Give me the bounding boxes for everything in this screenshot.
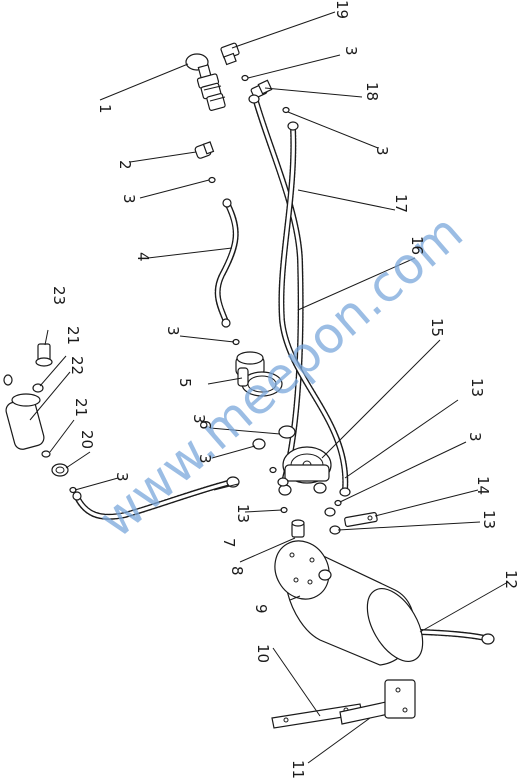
mount-bracket-11 [339,679,416,725]
washer-3-right-low [334,499,342,507]
callout-17: 17 [392,194,410,213]
callout-10: 10 [254,644,272,663]
elbow-18 [248,79,273,104]
callout-12: 12 [502,570,520,589]
callout-3: 3 [373,146,391,156]
valve-body-5 [235,351,283,397]
washer-3-top [241,74,249,82]
callout-18: 18 [363,82,381,101]
callout-5: 5 [176,378,194,388]
pump-15 [278,446,332,496]
callout-3: 3 [196,454,214,464]
callout-4: 4 [134,252,152,262]
callout-20: 20 [78,430,96,449]
hose-17 [252,95,304,481]
ring-6-b [252,438,266,450]
callout-labels: 1 2 3 3 3 3 3 3 3 3 4 5 6 7 8 9 10 11 12… [50,0,520,779]
filter-22 [5,393,45,450]
hose-12-end [481,633,495,645]
callout-3: 3 [466,432,484,442]
callout-2: 2 [116,160,134,170]
callout-14: 14 [474,476,492,495]
hose-7-left-end [72,491,82,501]
heater-body-9 [274,540,424,666]
hose-4-top-end [222,198,232,208]
hose-7 [73,479,235,520]
hose-4 [214,202,239,325]
callout-13: 13 [234,504,252,523]
fitting-23 [35,343,53,367]
callout-23: 23 [50,286,68,305]
hose-17-bottom-end [277,477,289,487]
leader-lines [29,11,509,764]
hose-16 [278,125,349,493]
fitting-8 [291,519,305,538]
valve-assembly-1 [185,53,226,111]
hose-4-bottom-end [221,318,231,328]
callout-3: 3 [164,326,182,336]
callout-1: 1 [96,104,114,114]
callout-22: 22 [68,356,86,375]
nut-20 [51,463,69,477]
fitting-2 [194,141,215,159]
fitting-13-right [324,507,336,517]
callout-13: 13 [468,378,486,397]
callout-6: 6 [196,420,214,430]
hose-16-top-end [287,121,299,131]
callout-3: 3 [342,46,360,56]
callout-15: 15 [428,318,446,337]
callout-3: 3 [120,194,138,204]
callout-21: 21 [72,398,90,417]
callout-9: 9 [252,604,270,614]
callout-3: 3 [190,414,208,424]
callout-7: 7 [220,538,238,548]
washer-21-top [32,383,44,393]
callout-16: 16 [408,236,426,255]
callout-3: 3 [113,472,131,482]
callout-19: 19 [333,0,351,19]
ring-6-a [278,425,296,439]
hose-16-bottom-end [339,487,351,497]
washer-21-side [3,374,13,386]
callout-13: 13 [480,510,498,529]
callout-11: 11 [289,760,307,779]
washer-21-bottom [41,450,51,458]
washer-3-center [269,466,277,474]
washer-3-right [282,106,290,114]
bracket-14 [344,512,378,528]
callout-21: 21 [64,326,82,345]
callout-8: 8 [228,566,246,576]
washer-3-mid [208,176,216,184]
